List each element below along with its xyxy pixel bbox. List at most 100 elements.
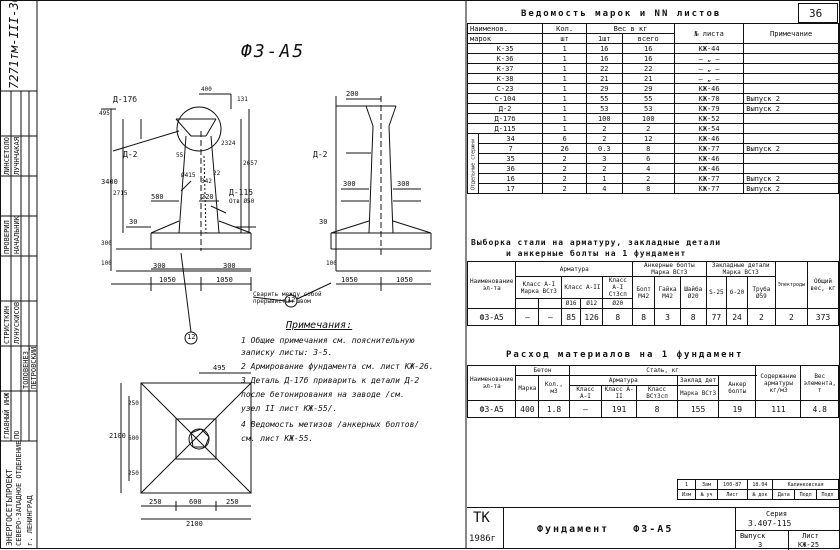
h-qty2: шт [542,33,588,44]
cell-w1: 29 [586,83,623,94]
cell-list: КЖ-70 [673,93,745,104]
dim: 1050 [396,276,413,284]
cell-w1: 53 [586,103,623,114]
cell-w1: 55 [586,93,623,104]
sheet-number-box: 36 [798,3,838,23]
cell: 400 [515,400,540,418]
cell-note: Выпуск 2 [743,173,839,184]
dim: 55 [176,152,184,159]
cell-name: С-23 [466,83,544,94]
stamp-row: ЛИНСЕТОЛО [3,137,11,175]
dim: 2100 [186,520,203,528]
title-name: Фундамент Ф3-А5 [537,524,674,535]
issue-box: Выпуск 3 [736,530,789,550]
cell: 85 [561,308,581,326]
label-sech: Ø415 [181,172,196,179]
cell: — [538,308,563,326]
h-wt2: всего [621,33,675,44]
dim: 250 [128,400,139,407]
cell-list: КЖ-79 [673,103,745,114]
sheet: КЖ-25 [798,541,820,549]
cell-wt: 8 [621,143,675,154]
cell-list: КЖ-52 [673,113,745,124]
sub-b20: б-20 [726,276,748,309]
cell-list: КЖ-54 [673,123,745,134]
stamp-code: 7271тм-III-36 [7,0,21,89]
rev-hdr: Дата [772,489,796,500]
h-wt: Вес в кг [586,23,675,34]
cell-name: 34 [477,133,544,144]
h-ank: Анкерные болты Марка ВСт3 [632,261,707,277]
dim: 300 [397,180,410,188]
sub-pipe: Труба Ø59 [746,276,776,309]
dim: 22 [213,170,221,177]
cell-list: КЖ-44 [673,43,745,54]
dim: 1050 [159,276,176,284]
h-ank: Анкер болты [718,375,757,401]
sub-washer: Шайба Ø20 [679,276,707,309]
cell-name: 16 [477,173,544,184]
cell-w1: 21 [586,73,623,84]
cell-list: — „ — [673,63,745,74]
cell: 155 [677,400,720,418]
dim: 2715 [113,190,128,197]
dim: 400 [201,86,212,93]
cell-wt: 22 [621,63,675,74]
stamp-row: ЛУНУСКИСОВ [13,301,21,344]
sub-s25: S-25 [705,276,728,309]
cell-name: 36 [477,163,544,174]
cell-qty: 1 [542,123,588,134]
rev-hdr: № док [746,489,774,500]
cell-note [743,153,839,164]
cell-wt: 100 [621,113,675,124]
cell-note: Выпуск 2 [743,183,839,194]
cell-name: К-37 [466,63,544,74]
rev-cell: Калинковская [772,479,839,490]
cell-qty: 1 [542,83,588,94]
series: 3.407-115 [748,519,792,528]
cell-note [743,73,839,84]
series-box: Серия 3.407-115 Выпуск 3 Лист КЖ-25 [735,508,840,550]
cell-w1: 0.3 [586,143,623,154]
h-total: Общий вес, кг [807,261,839,309]
h-name: Наименование эл-та [466,365,517,401]
stamp-row: ЛУЧНЧАКАЯ [13,137,21,175]
cell-name: К-36 [466,53,544,64]
mark-12: 12 [287,296,296,304]
h-zakl: Заклад дет [677,375,720,386]
sub-12: Ø12 [579,298,604,309]
h-el: Электроды [774,261,809,309]
h-mark: Марка [515,375,540,401]
cell-qty: 26 [542,143,588,154]
h-a3: Класс ВСт3сп [636,385,679,401]
tk: ТК [473,510,490,526]
cell-wt: 16 [621,53,675,64]
dim: 100 [101,260,112,267]
cell-w1: 2 [586,123,623,134]
cell: — [515,308,540,326]
sub-bolt: Болт М42 [632,276,656,309]
stamp-city: г. ЛЕНИНГРАД [26,495,34,546]
cell: 8 [602,308,634,326]
cell-note [743,53,839,64]
mark-12b: 12 [187,333,196,341]
marks-table: Наименов. Кол. Вес в кг № листа Примечан… [466,23,839,194]
h-cont: Содержание арматуры кг/м3 [755,365,802,401]
cell: 8 [636,400,679,418]
dim: 300 [343,180,356,188]
cell: 77 [705,308,728,326]
cell-note: Выпуск 2 [743,93,839,104]
stamp-row: СТРИСТКИН [3,306,11,344]
cell-note [743,163,839,174]
cell: 3 [654,308,681,326]
h-note: Примечание [743,23,839,44]
cell-qty: 1 [542,103,588,114]
label-otv: Отв Ø50 [229,198,255,205]
h-a3: Класс А-I Ст3сп [602,276,634,299]
cell: 373 [807,308,839,326]
